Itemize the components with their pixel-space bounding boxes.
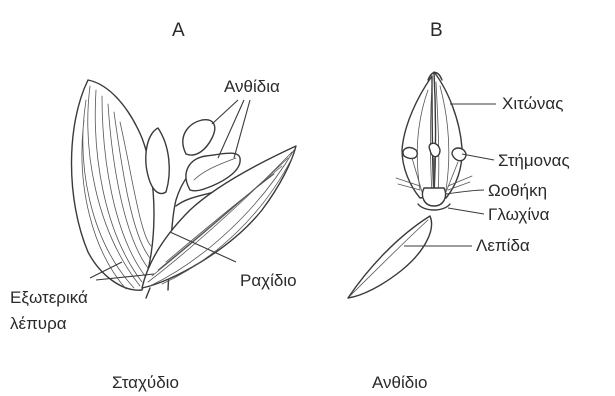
spikelet-drawing (72, 80, 297, 298)
label-tunic: Χιτώνας (502, 94, 563, 113)
leader-spikelets-2 (218, 100, 244, 158)
label-outer-glumes-line2: λέπυρα (10, 314, 67, 333)
spikelet-base (146, 288, 150, 298)
label-stamen: Στήμονας (498, 151, 570, 170)
upper-floret (183, 120, 215, 155)
floret-drawing (348, 72, 496, 298)
panel-a-letter: A (172, 20, 185, 41)
label-ovary: Ωοθήκη (488, 181, 547, 200)
leader-stamen (462, 154, 494, 160)
leader-lodicule (448, 208, 484, 214)
panel-b-letter: B (430, 20, 443, 41)
caption-floret: Ανθίδιο (372, 373, 427, 392)
label-lodicule: Γλωχίνα (488, 205, 550, 224)
leader-spikelets-3 (234, 100, 250, 158)
caption-spikelet: Σταχύδιο (112, 373, 179, 392)
label-outer-glumes-line1: Εξωτερικά (10, 288, 88, 307)
leader-spikelets-1 (212, 100, 238, 124)
ovary (422, 188, 445, 206)
label-lemma: Λεπίδα (476, 236, 530, 255)
stamen-left (403, 148, 417, 159)
label-rachilla: Ραχίδιο (240, 271, 297, 290)
label-spikelets: Ανθίδια (224, 77, 280, 96)
